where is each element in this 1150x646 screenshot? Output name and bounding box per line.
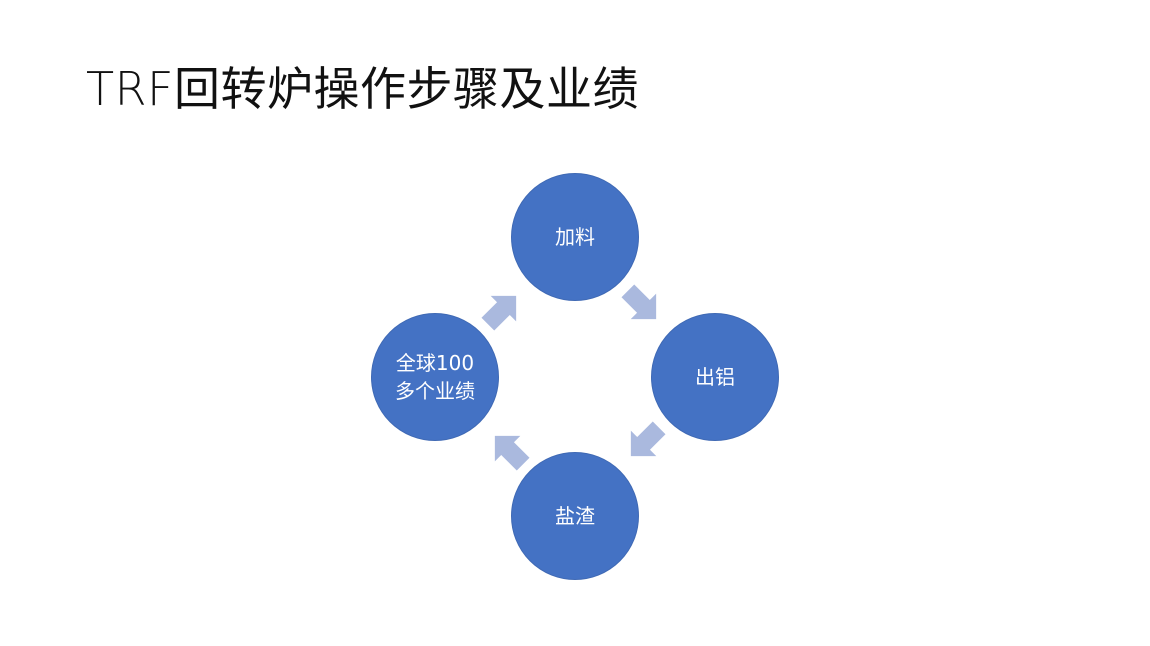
arrow-top-to-right	[621, 284, 657, 320]
arrow-right-icon	[620, 283, 664, 327]
arrow-left-to-top	[481, 295, 517, 331]
slide-title[interactable]: TRF回转炉操作步骤及业绩	[86, 62, 640, 116]
node-global-references-label: 全球100多个业绩	[395, 351, 475, 403]
arrow-right-icon	[623, 420, 667, 464]
node-tapping-aluminum-label: 出铝	[695, 365, 735, 389]
node-tapping-aluminum[interactable]: 出铝	[651, 313, 779, 441]
node-feeding[interactable]: 加料	[511, 173, 639, 301]
node-salt-slag-label: 盐渣	[555, 504, 595, 528]
arrow-right-icon	[487, 428, 531, 472]
arrow-right-icon	[480, 288, 524, 332]
node-global-references[interactable]: 全球100多个业绩	[371, 313, 499, 441]
arrow-bottom-to-left	[494, 435, 530, 471]
arrow-right-to-bottom	[630, 421, 666, 457]
node-salt-slag[interactable]: 盐渣	[511, 452, 639, 580]
node-feeding-label: 加料	[555, 225, 595, 249]
